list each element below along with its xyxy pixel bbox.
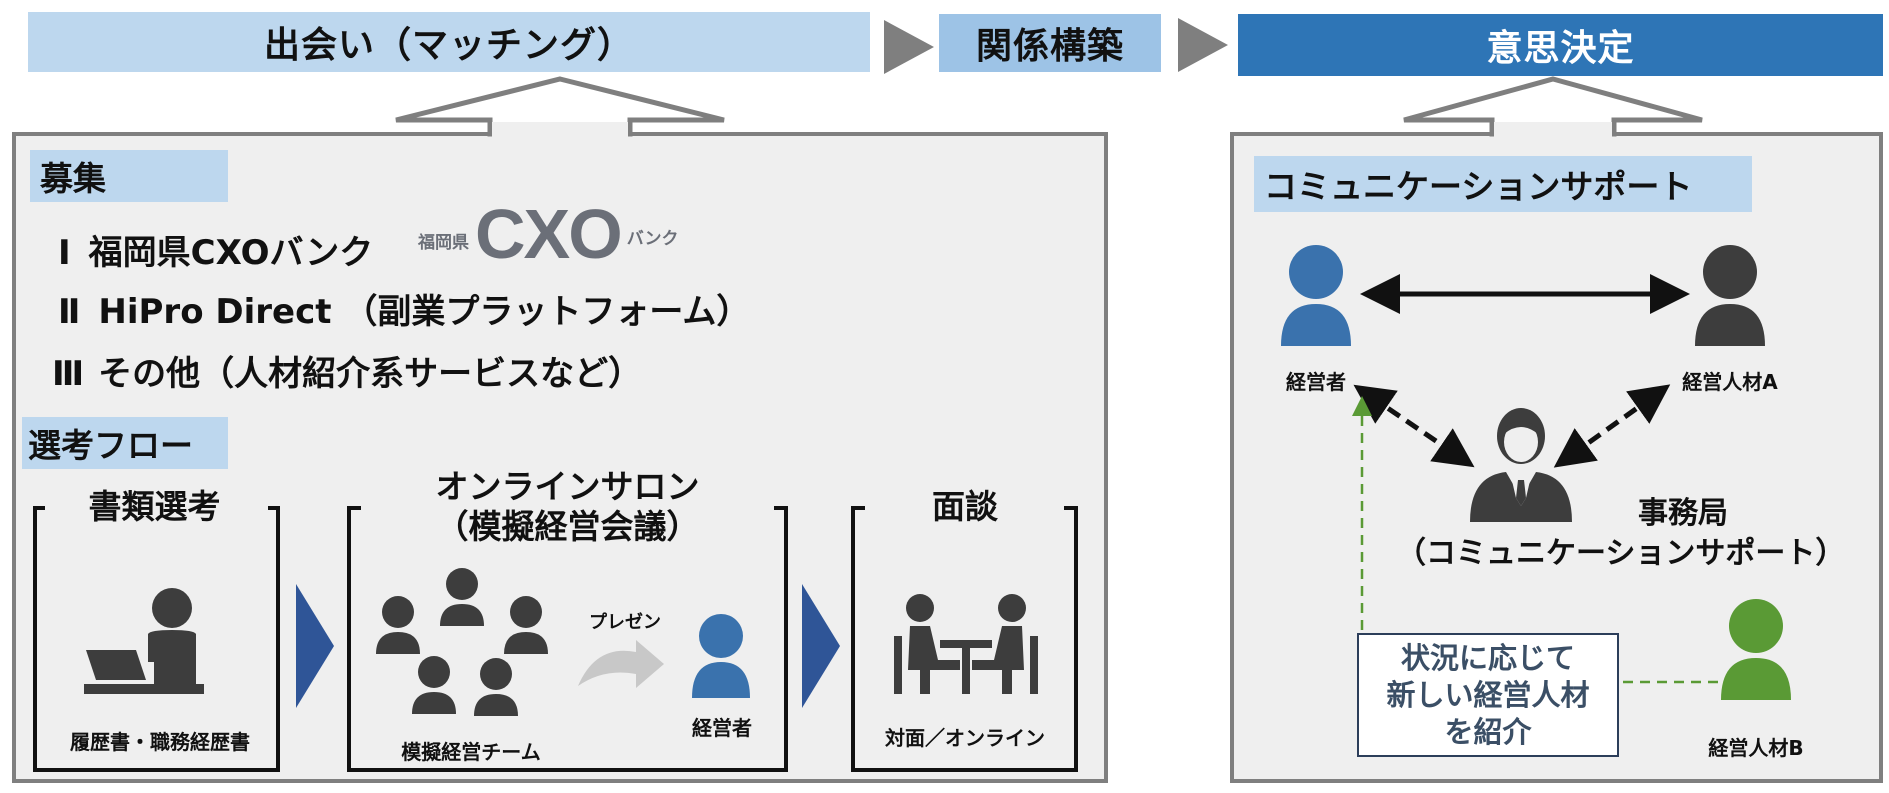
stage-relationship: 関係構築	[939, 14, 1161, 72]
talent-office-arrow	[1553, 384, 1671, 468]
stage-matching-label: 出会い（マッチング）	[263, 25, 634, 66]
flow-document-caption: 履歴書・職務経歴書	[70, 730, 250, 754]
up-arrow-icon	[1403, 76, 1703, 138]
selection-label-text: 選考フロー	[28, 426, 193, 465]
selection-label: 選考フロー	[22, 417, 228, 469]
flow-arrow-icon	[802, 584, 840, 708]
recruit-item-text: 福岡県CXOバンク	[88, 233, 374, 273]
businessman-icon	[1470, 408, 1572, 522]
flow-document-box	[33, 506, 280, 772]
cxo-logo-suffix: バンク	[626, 229, 679, 248]
team-people-icon	[376, 568, 548, 716]
stage-arrow-icon	[1178, 18, 1228, 72]
recruit-label-text: 募集	[40, 159, 106, 198]
flow-salon-title-line2: （模擬経営会議）	[435, 507, 700, 546]
support-talent-a-caption: 経営人材A	[1682, 370, 1778, 394]
flow-salon-title-line1: オンラインサロン	[435, 467, 700, 506]
recruit-item-1: Ⅰ 福岡県CXOバンク	[58, 225, 373, 274]
recruit-item-3: Ⅲ その他（人材紹介系サービスなど）	[52, 346, 642, 395]
exec-person-icon	[692, 614, 750, 698]
present-arrow-icon	[578, 640, 664, 688]
meeting-table-icon	[894, 594, 1038, 694]
exec-person-icon	[1281, 245, 1351, 346]
flow-salon-present-label: プレゼン	[589, 612, 661, 633]
stage-decision: 意思決定	[1238, 14, 1883, 76]
flow-document-title: 書類選考	[72, 487, 237, 527]
flow-salon-team-caption: 模擬経営チーム	[401, 740, 541, 764]
recruit-item-num: Ⅱ	[58, 292, 81, 332]
talent-a-person-icon	[1695, 245, 1765, 346]
recruit-item-num: Ⅲ	[52, 354, 85, 394]
support-label-text: コミュニケーションサポート	[1264, 167, 1693, 206]
recruit-item-num: Ⅰ	[58, 233, 71, 273]
stage-relationship-label: 関係構築	[975, 26, 1124, 67]
introduce-note: 状況に応じて 新しい経営人材 を紹介	[1357, 633, 1619, 757]
support-label: コミュニケーションサポート	[1254, 156, 1752, 212]
support-office-label: 事務局 （コミュニケーションサポート）	[1396, 494, 1846, 574]
cxo-logo-main: CXO	[475, 195, 623, 273]
talent-b-person-icon	[1721, 599, 1791, 700]
stage-matching: 出会い（マッチング）	[28, 12, 870, 72]
introduce-note-line2: 新しい経営人材	[1386, 677, 1590, 712]
flow-salon-title: オンラインサロン （模擬経営会議）	[410, 467, 725, 547]
support-talent-b-caption: 経営人材B	[1708, 736, 1804, 760]
recruit-item-text: その他（人材紹介系サービスなど）	[98, 354, 643, 394]
cxo-logo: 福岡県 CXO バンク	[418, 195, 679, 273]
introduce-note-line3: を紹介	[1444, 714, 1532, 749]
flow-salon-exec-caption: 経営者	[692, 716, 752, 740]
flow-interview-caption: 対面／オンライン	[885, 726, 1045, 750]
flow-salon-box	[347, 506, 788, 772]
cxo-logo-prefix: 福岡県	[418, 233, 469, 252]
stage-decision-label: 意思決定	[1486, 28, 1635, 69]
recruit-item-2: Ⅱ HiPro Direct （副業プラットフォーム）	[58, 284, 750, 333]
up-arrow-icon	[395, 76, 725, 138]
support-office-line2: （コミュニケーションサポート）	[1396, 536, 1846, 571]
exec-office-arrow	[1353, 384, 1475, 468]
introduce-note-line1: 状況に応じて	[1400, 640, 1575, 675]
recruit-item-text: HiPro Direct （副業プラットフォーム）	[98, 292, 751, 332]
flow-interview-title: 面談	[910, 487, 1020, 527]
recruit-label: 募集	[30, 150, 228, 202]
support-office-line1: 事務局	[1638, 496, 1728, 531]
laptop-person-icon	[84, 588, 204, 694]
relation-connectors	[1352, 274, 1718, 684]
flow-arrow-icon	[296, 584, 334, 708]
flow-interview-box	[851, 506, 1078, 772]
support-exec-caption: 経営者	[1286, 370, 1346, 394]
stage-arrow-icon	[884, 20, 934, 74]
